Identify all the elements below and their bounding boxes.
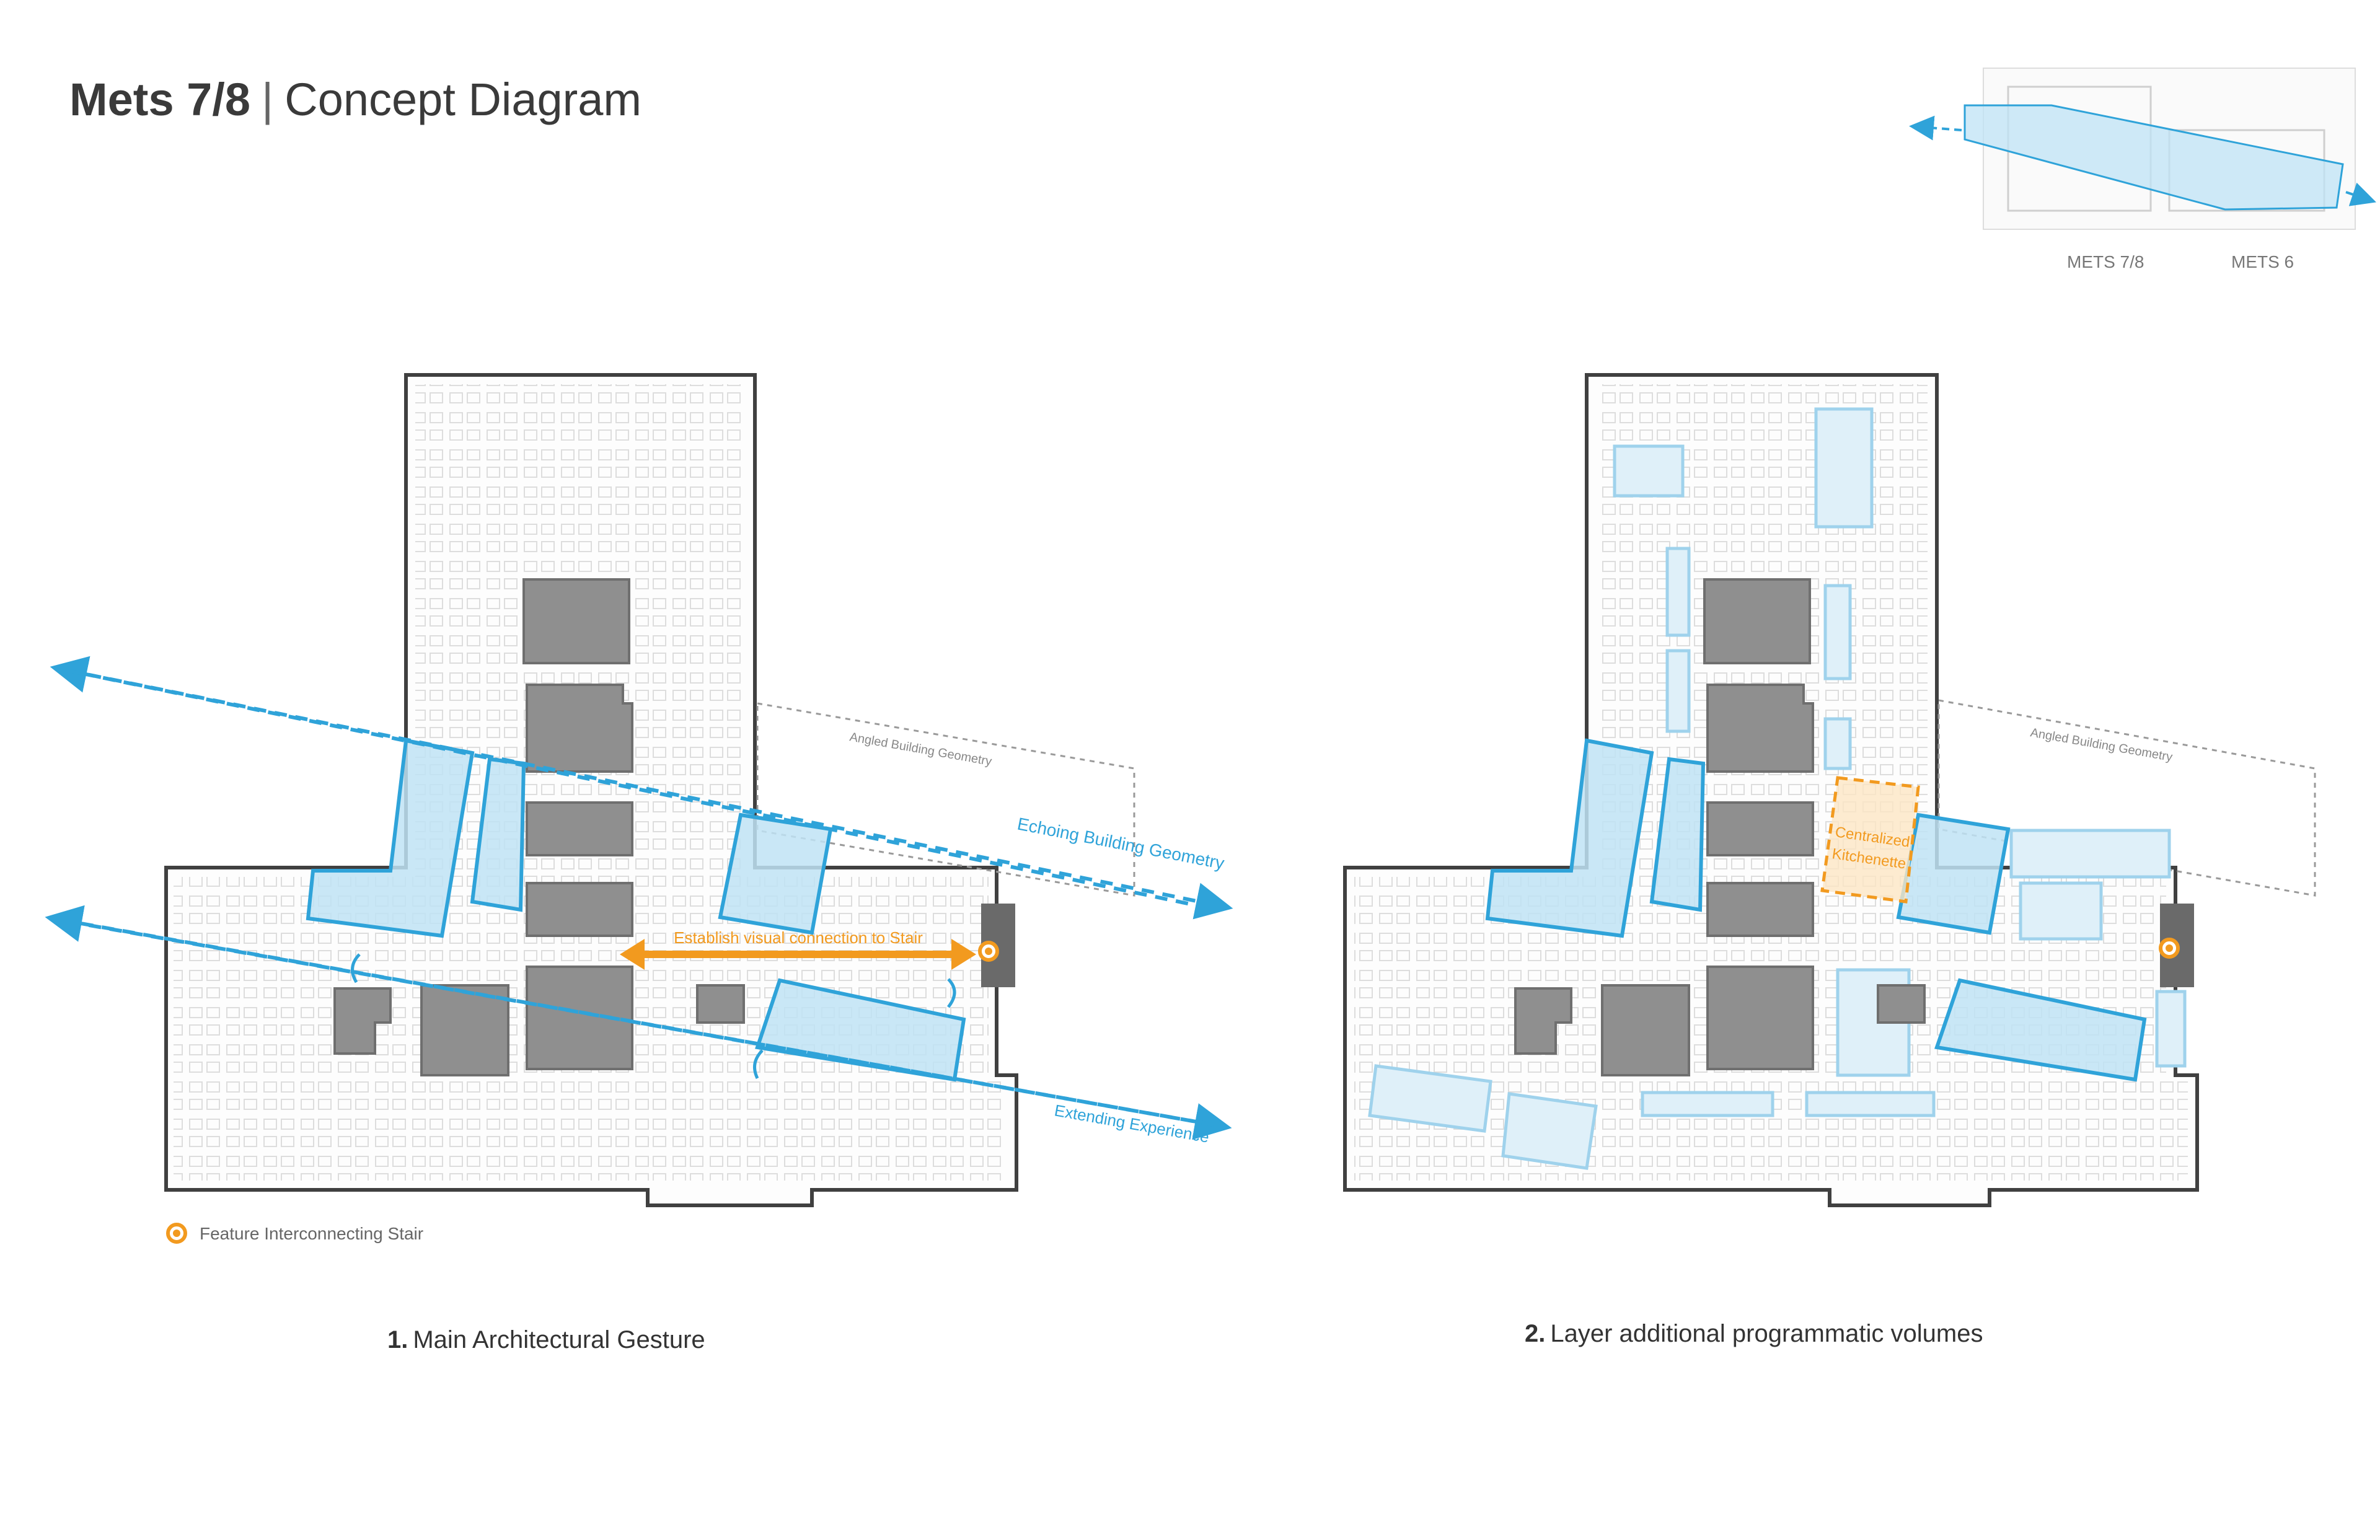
add-volume-2 — [1814, 407, 1874, 529]
caption-1: 1.Main Architectural Gesture — [387, 1326, 705, 1354]
key-map-label-mets78: METS 7/8 — [2067, 252, 2144, 271]
core-block-2-6 — [1601, 984, 1690, 1076]
caption-2: 2.Layer additional programmatic volumes — [1525, 1320, 1983, 1348]
core-block-2-1 — [1703, 578, 1811, 664]
additional-volumes — [1368, 407, 2187, 1170]
add-volume-12 — [1805, 1091, 1936, 1117]
add-volume-14 — [2155, 990, 2187, 1068]
caption-2-number: 2. — [1525, 1320, 1546, 1347]
annotation-echoing: Echoing Building Geometry — [1016, 814, 1226, 873]
add-volume-7 — [2009, 829, 2171, 879]
visual-connection-arrowhead-right — [951, 939, 976, 970]
add-volume-8 — [2019, 881, 2103, 941]
curved-arrow-1 — [351, 953, 361, 983]
curved-arrow-2 — [753, 1049, 764, 1080]
page-title: Mets 7/8|Concept Diagram — [69, 73, 641, 126]
core-block-6 — [420, 984, 509, 1076]
furniture-layout-1 — [174, 384, 1007, 1181]
gesture-volume-2-mid — [1896, 812, 2011, 935]
add-volume-4 — [1665, 649, 1691, 733]
add-volume-5 — [1823, 584, 1852, 680]
gesture-volume-l-shape — [306, 738, 475, 938]
add-volume-9 — [1368, 1064, 1492, 1133]
annotation-extending: Extending Experience — [1053, 1101, 1210, 1146]
add-volume-10 — [1501, 1092, 1598, 1170]
legend-label: Feature Interconnecting Stair — [200, 1224, 423, 1243]
key-map-gesture-band — [1963, 104, 2344, 211]
gesture-volume-2-l-shape — [1485, 738, 1654, 938]
annotation-visual-connection: Establish visual connection to Stair — [674, 928, 923, 947]
core-block-8 — [696, 984, 745, 1024]
core-block-3 — [526, 801, 633, 856]
add-volume-6 — [1823, 717, 1852, 770]
angled-geometry-label-1: Angled Building Geometry — [848, 730, 993, 768]
title-rest: Concept Diagram — [284, 74, 642, 125]
diagram-2-plan: Angled Building Geometry — [1343, 373, 2316, 1207]
core-block-1 — [522, 578, 630, 664]
key-map: METS 7/8 METS 6 — [1909, 68, 2376, 271]
key-map-arrow-right — [2345, 182, 2376, 206]
title-bold: Mets 7/8 — [69, 74, 251, 125]
core-block-2-5 — [1706, 966, 1814, 1070]
angled-geometry-box-1 — [756, 702, 1135, 897]
caption-1-text: Main Architectural Gesture — [413, 1326, 705, 1353]
core-block-2-8 — [1877, 984, 1926, 1024]
angled-geometry-box-2 — [1937, 699, 2316, 897]
legend-stair-icon-dot — [173, 1230, 180, 1237]
core-block-2-7 — [1514, 987, 1572, 1055]
add-volume-1 — [1613, 444, 1685, 498]
diagram-1-plan: Angled Building Geometry Echoing Buildin… — [45, 373, 1233, 1244]
core-block-2-4 — [1706, 882, 1814, 937]
key-map-arrow-left — [1909, 115, 1962, 141]
axis-line-lower-west — [45, 905, 1214, 1127]
stair-marker-2-dot — [2166, 944, 2173, 952]
core-block-7 — [333, 987, 392, 1055]
caption-1-number: 1. — [387, 1326, 408, 1353]
axis-line-upper-east — [68, 669, 1233, 920]
core-block-4 — [526, 882, 633, 937]
curved-arrow-3 — [946, 978, 956, 1008]
add-volume-11 — [1641, 1091, 1774, 1117]
gesture-volume-mid — [718, 812, 833, 935]
furniture-layout-2 — [1354, 384, 2188, 1181]
core-block-2 — [526, 684, 633, 773]
angled-geometry-label-2: Angled Building Geometry — [2029, 726, 2174, 764]
visual-connection-arrowhead-left — [620, 939, 645, 970]
kitchenette-volume — [1820, 776, 1920, 904]
caption-2-text: Layer additional programmatic volumes — [1550, 1320, 1983, 1347]
add-volume-3 — [1665, 547, 1691, 637]
gesture-volume-2-slim — [1649, 757, 1706, 912]
key-map-label-mets6: METS 6 — [2231, 252, 2294, 271]
gesture-volume-2-long — [1934, 978, 2147, 1082]
title-separator: | — [262, 74, 274, 125]
stair-marker-1-dot — [985, 948, 992, 955]
core-block-2-3 — [1706, 801, 1814, 856]
core-block-2-2 — [1706, 684, 1814, 773]
